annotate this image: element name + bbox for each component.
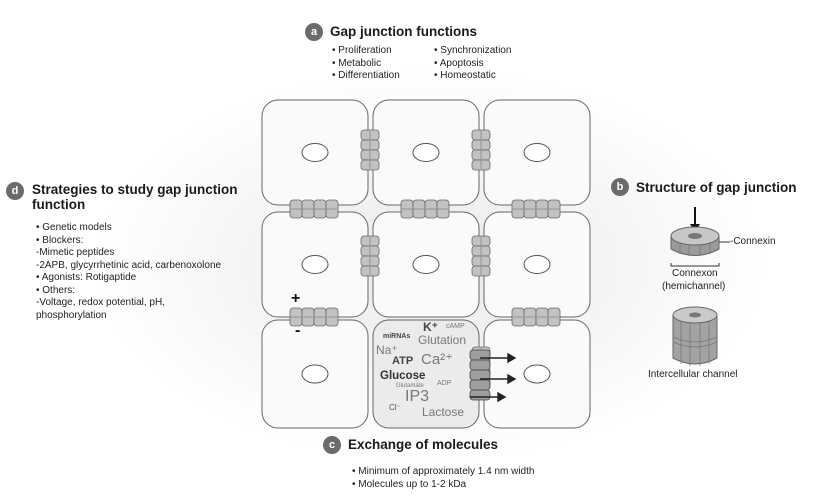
list-item: Apoptosis: [434, 58, 511, 71]
panel-d-title-line1: Strategies to study gap junction: [32, 182, 238, 197]
list-item: Blockers:: [36, 235, 221, 248]
minus-sign: -: [295, 322, 301, 339]
molecule-glutation: Glutation: [418, 333, 467, 347]
panel-a-title: Gap junction functions: [330, 24, 477, 39]
connexon-group: [289, 129, 561, 401]
molecule-lactose: Lactose: [422, 405, 465, 419]
connexon-vertical: [360, 129, 380, 171]
panel-c-title: Exchange of molecules: [348, 437, 499, 452]
cell-nuclei: [301, 143, 551, 384]
functions-list-right: Synchronization Apoptosis Homeostatic: [434, 45, 512, 83]
list-item: Homeostatic: [434, 70, 511, 83]
connexon-horizontal: [289, 307, 339, 327]
panel-b-title: Structure of gap junction: [636, 180, 797, 195]
intercellular-channel-label: Intercellular channel: [648, 369, 738, 380]
connexon-horizontal: [289, 199, 339, 219]
molecule-na: Na⁺: [376, 343, 398, 357]
connexon-vertical: [471, 235, 491, 277]
molecule-k: K⁺: [423, 320, 438, 334]
molecule-camp: cAMP: [446, 323, 465, 330]
nucleus: [301, 255, 329, 274]
nucleus: [301, 143, 329, 162]
list-item: Proliferation: [332, 45, 400, 58]
list-item: -2APB, glycyrrhetinic acid, carbenoxolon…: [36, 259, 222, 271]
nucleus: [523, 364, 551, 384]
nucleus: [523, 255, 551, 274]
nucleus: [412, 255, 440, 274]
plus-sign: +: [291, 290, 301, 307]
molecule-ip3: IP3: [405, 388, 430, 405]
list-item: Agonists: Rotigaptide: [36, 272, 221, 285]
connexon-horizontal: [511, 307, 561, 327]
molecule-cl: Cl⁻: [389, 403, 401, 412]
molecule-mirnas: miRNAs: [383, 333, 411, 340]
connexon-label: Connexon: [672, 268, 718, 279]
panel-b-badge: b: [611, 178, 629, 196]
nucleus: [523, 143, 551, 162]
list-item: Minimum of approximately 1.4 nm width: [352, 466, 534, 479]
list-item: Differentiation: [332, 70, 400, 83]
nucleus: [301, 364, 329, 384]
connexon-horizontal: [400, 199, 450, 219]
list-item: Others:: [36, 285, 221, 298]
molecule-atp: ATP: [392, 355, 414, 367]
list-item: Molecules up to 1-2 kDa: [352, 479, 534, 492]
connexin-label: -Connexin: [730, 236, 776, 247]
list-item: Metabolic: [332, 58, 400, 71]
exchange-arrows: [470, 352, 517, 403]
strategies-list: Genetic models Blockers: -Mimetic peptid…: [36, 222, 221, 322]
connexon-vertical: [471, 129, 491, 171]
connexon-structure-icon: [670, 207, 730, 267]
list-item: Genetic models: [36, 222, 221, 235]
list-item: -Voltage, redox potential, pH,: [36, 297, 165, 308]
panel-c-badge: c: [323, 436, 341, 454]
molecule-ca: Ca²⁺: [421, 351, 454, 368]
panel-d-title-line2: function: [32, 197, 86, 212]
panel-a-badge: a: [305, 23, 323, 41]
molecule-glutamate: Glutamate: [396, 383, 424, 389]
list-item: Synchronization: [434, 45, 511, 58]
functions-list-left: Proliferation Metabolic Differentiation: [332, 45, 400, 83]
list-item: phosphorylation: [36, 309, 107, 321]
hemichannel-label: (hemichannel): [662, 281, 726, 292]
connexon-horizontal: [511, 199, 561, 219]
list-item: -Mimetic peptides: [36, 247, 115, 258]
panel-d-badge: d: [6, 182, 24, 200]
exchange-list: Minimum of approximately 1.4 nm width Mo…: [352, 466, 534, 491]
nucleus: [412, 143, 440, 162]
connexon-vertical: [360, 235, 380, 277]
molecule-glucose: Glucose: [380, 370, 426, 382]
molecule-adp: ADP: [437, 380, 452, 387]
intercellular-channel-icon: [672, 306, 718, 366]
